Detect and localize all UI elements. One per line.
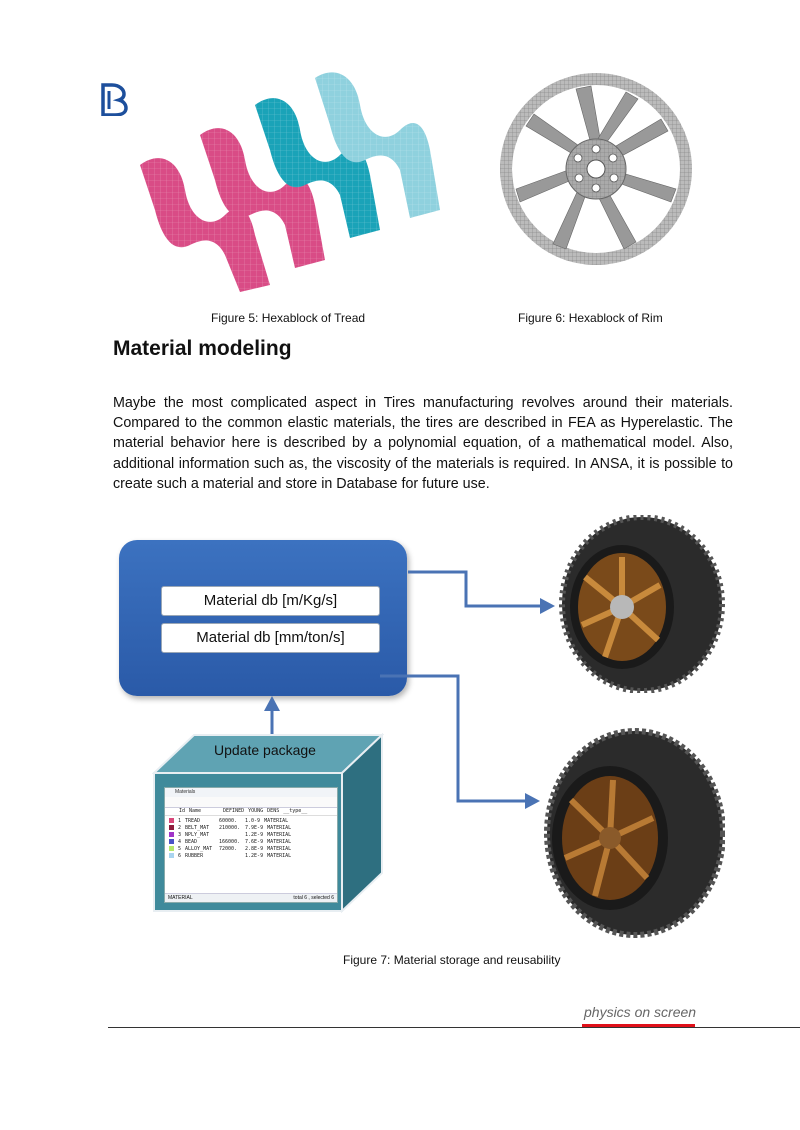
material-db-mm-button[interactable]: Material db [mm/ton/s] (161, 623, 380, 653)
material-type: MATERIAL (267, 839, 292, 845)
materials-window-titlebar: Materials (165, 788, 337, 797)
material-dens: 7.9E-9 (245, 825, 264, 831)
status-right: total 6 , selected 6 (293, 895, 334, 901)
material-dens: 1.2E-9 (245, 832, 264, 838)
material-color-swatch (169, 853, 174, 858)
material-young (219, 832, 241, 839)
tire-image-top (550, 514, 725, 694)
material-id: 4 (178, 839, 182, 845)
material-type: MATERIAL (267, 853, 292, 859)
material-id: 6 (178, 853, 182, 859)
material-type: MATERIAL (267, 846, 292, 852)
footer-tagline: physics on screen (584, 1004, 697, 1020)
material-color-swatch (169, 839, 174, 844)
material-dens: 1.2E-9 (245, 853, 264, 859)
material-name: NPLY_MAT (185, 832, 210, 838)
col-type: __type__ (283, 808, 308, 814)
section-paragraph: Maybe the most complicated aspect in Tir… (113, 395, 733, 492)
material-young: 72000. (219, 846, 238, 852)
material-id: 2 (178, 825, 182, 831)
material-db-si-button[interactable]: Material db [m/Kg/s] (161, 586, 380, 616)
material-type: MATERIAL (267, 825, 292, 831)
material-id: 5 (178, 846, 182, 852)
figure7-caption: Figure 7: Material storage and reusabili… (343, 953, 561, 967)
material-color-swatch (169, 846, 174, 851)
update-package-label: Update package (214, 742, 316, 758)
material-young: 210000. (219, 825, 241, 831)
material-young: 60000. (219, 818, 238, 824)
update-package-cube: Update package Materials Id Name DEFINED… (152, 733, 384, 913)
tread-hexablock-image (130, 60, 450, 300)
material-dens: 1.0-9 (245, 818, 261, 824)
col-dens: DENS (267, 808, 280, 814)
material-color-swatch (169, 818, 174, 823)
tire-image-bottom (535, 728, 726, 938)
footer-rule (108, 1027, 800, 1028)
col-name: Name (189, 808, 202, 814)
materials-window-header: Id Name DEFINED YOUNG DENS __type__ (165, 808, 337, 816)
material-name: BELT_MAT (185, 825, 210, 831)
material-db-box (119, 540, 407, 696)
figure5-caption: Figure 5: Hexablock of Tread (211, 311, 366, 325)
materials-window-toolbar (165, 797, 337, 808)
material-type: MATERIAL (264, 818, 289, 824)
col-id: Id (179, 808, 186, 814)
footer-accent-line (582, 1024, 695, 1027)
status-left: MATERIAL (168, 895, 193, 901)
materials-window: Materials Id Name DEFINED YOUNG DENS __t… (164, 787, 338, 903)
figure6-caption: Figure 6: Hexablock of Rim (518, 311, 663, 325)
material-color-swatch (169, 832, 174, 837)
rim-hexablock-image (496, 64, 696, 274)
materials-window-statusbar: MATERIAL total 6 , selected 6 (165, 893, 337, 902)
material-id: 3 (178, 832, 182, 838)
material-young (219, 853, 241, 860)
material-name: BEAD (185, 839, 198, 845)
section-title: Material modeling (113, 337, 292, 360)
flow-arrows (264, 570, 555, 809)
material-type: MATERIAL (267, 832, 292, 838)
material-dens: 7.6E-9 (245, 839, 264, 845)
material-id: 1 (178, 818, 182, 824)
material-young: 166000. (219, 839, 241, 845)
col-defined: DEFINED (223, 808, 245, 814)
company-logo (100, 82, 130, 117)
material-name: RUBBER (185, 853, 204, 859)
material-color-swatch (169, 825, 174, 830)
col-young: YOUNG (248, 808, 264, 814)
material-name: ALLOY_MAT (185, 846, 213, 852)
material-dens: 2.8E-9 (245, 846, 264, 852)
material-name: TREAD (185, 818, 201, 824)
